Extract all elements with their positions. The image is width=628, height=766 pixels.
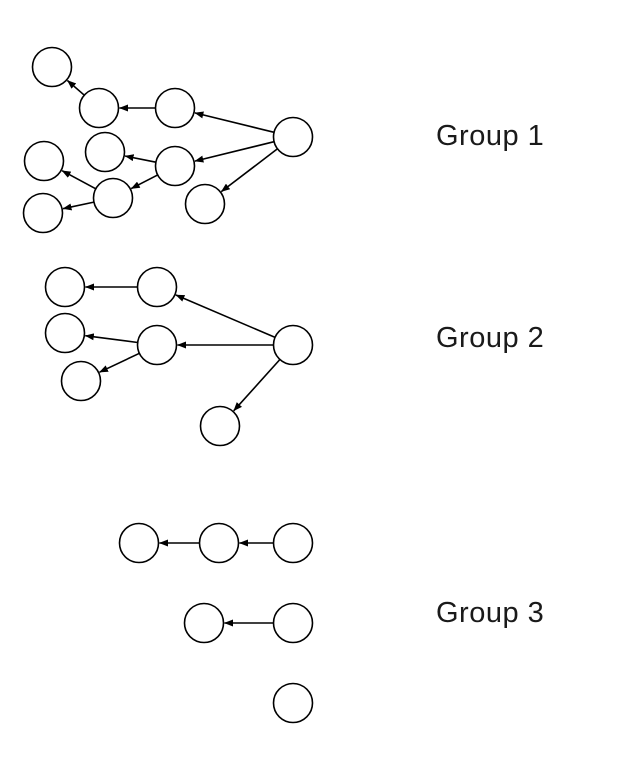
g1-edge-d-to-f [130, 174, 159, 190]
g3-node-a [198, 522, 240, 564]
g2-node-d [44, 312, 86, 354]
g2-edge-root-to-f [233, 358, 281, 412]
g1-node-root [272, 116, 314, 158]
g1-node-f [92, 177, 134, 219]
g2-node-e [60, 360, 102, 402]
nodes-layer [22, 46, 314, 724]
g1-node-i [184, 183, 226, 225]
g3-node-b [118, 522, 160, 564]
g1-edge-root-to-d [194, 140, 275, 163]
g1-node-g [23, 140, 65, 182]
g1-node-c [31, 46, 73, 88]
g2-edge-c-to-e [99, 352, 140, 373]
g2-node-root [272, 324, 314, 366]
g1-edge-b-to-c [66, 79, 85, 96]
g3-node-r2 [272, 602, 314, 644]
g3-node-r1 [272, 522, 314, 564]
g1-node-b [78, 87, 120, 129]
group-2-label: Group 2 [436, 322, 545, 354]
group-3-label: Group 3 [436, 597, 545, 629]
g1-edge-f-to-h [62, 201, 95, 211]
g2-node-b [44, 266, 86, 308]
g1-edge-d-to-e [124, 154, 157, 163]
g2-node-f [199, 405, 241, 447]
g2-edge-root-to-a [175, 294, 276, 339]
g3-node-r3 [272, 682, 314, 724]
g1-edge-f-to-g [61, 169, 97, 190]
g1-edge-root-to-a [194, 111, 275, 134]
g1-node-d [154, 145, 196, 187]
g2-node-a [136, 266, 178, 308]
g1-edge-root-to-i [220, 148, 278, 193]
g2-node-c [136, 324, 178, 366]
edges-layer [61, 79, 281, 627]
g1-node-a [154, 87, 196, 129]
g1-node-e [84, 131, 126, 173]
group-1-label: Group 1 [436, 120, 545, 152]
g2-edge-c-to-d [84, 333, 138, 344]
g3-node-c [183, 602, 225, 644]
g1-node-h [22, 192, 64, 234]
